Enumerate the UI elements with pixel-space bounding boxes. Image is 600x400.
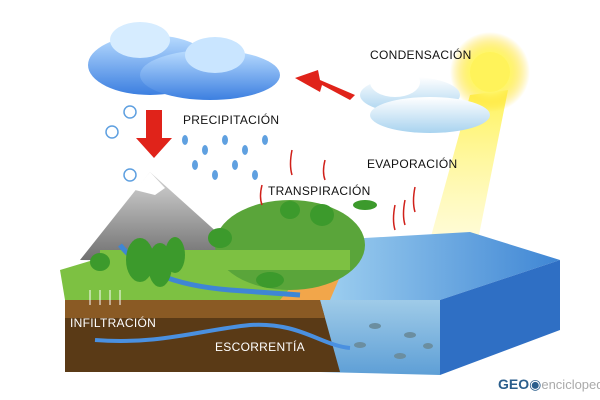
geoenciclopedia-logo: GEO◉enciclopedia [498,376,600,393]
sea-front [320,300,440,375]
globe-icon: ◉ [529,376,542,392]
fish-icons [354,323,433,359]
mountain [80,172,230,262]
sea-side [440,260,560,375]
snowflake-icons [105,105,137,182]
vapor-arrows [259,149,416,231]
rain-drops [182,135,268,180]
runoff-arrow [94,322,351,350]
infiltration-arrows [89,290,121,305]
label-transpiration: TRANSPIRACIÓN [268,184,371,198]
condensation-cloud [360,67,490,133]
label-runoff: ESCORRENTÍA [215,340,305,354]
logo-brand: GEO [498,376,530,392]
label-precipitation: PRECIPITACIÓN [183,113,280,127]
condensation-arrow [295,70,355,100]
label-evaporation: EVAPORACIÓN [367,157,458,171]
label-infiltration: INFILTRACIÓN [70,316,157,330]
rain-cloud [88,22,280,100]
logo-suffix: enciclopedia [541,377,600,392]
sea-top [320,232,560,300]
precipitation-arrow [136,110,172,158]
trees [90,200,377,288]
sun-beam [430,90,508,240]
label-condensation: CONDENSACIÓN [370,48,472,62]
